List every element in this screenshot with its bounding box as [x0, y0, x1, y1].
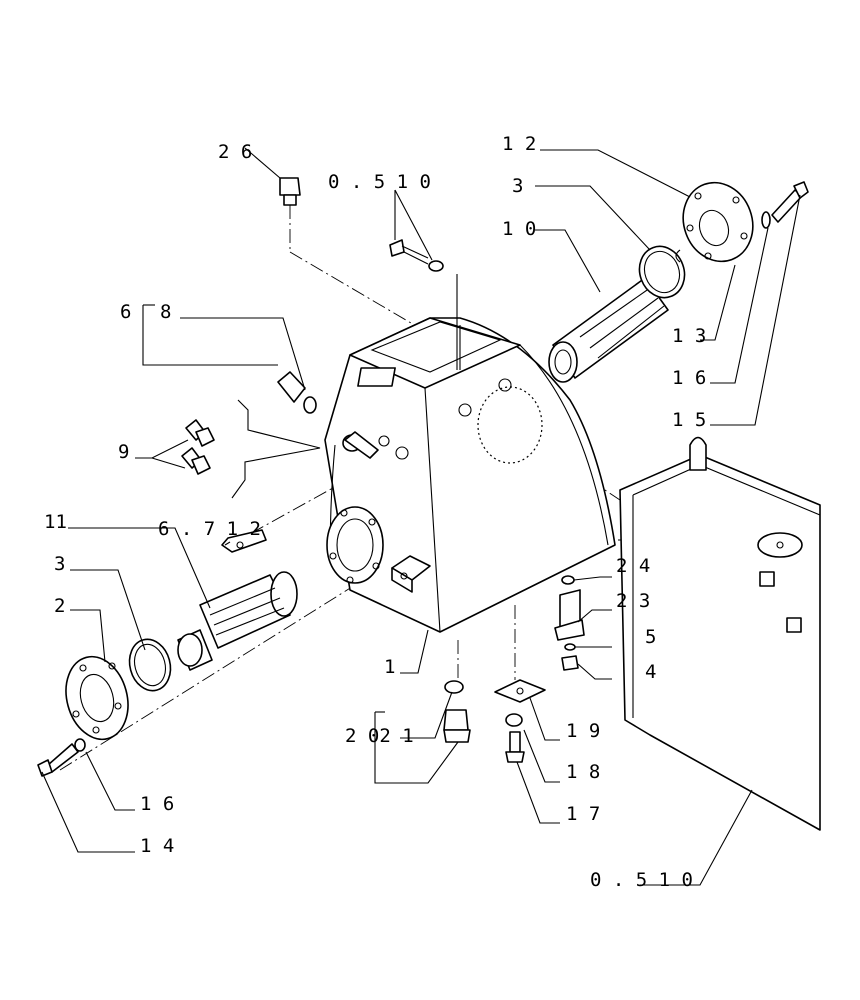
label-9: 9: [118, 441, 129, 463]
label-6: 6: [120, 301, 131, 323]
label-16-left: 1 6: [140, 793, 174, 815]
filter-housing: [324, 317, 616, 633]
label-15: 1 5: [672, 409, 706, 431]
oil-tank: [619, 436, 821, 831]
label-10: 1 0: [502, 218, 536, 240]
label-3-left: 3: [54, 553, 65, 575]
label-23: 2 3: [616, 590, 650, 612]
label-1: 1: [384, 656, 395, 678]
label-2: 2: [54, 595, 65, 617]
label-26: 2 6: [218, 141, 252, 163]
leader-lines: [41, 147, 801, 886]
part-labels: 2 6 0 . 5 1 0 1 2 3 1 0 1 3 1 6 1 5 6 8 …: [44, 133, 706, 891]
label-0510-top: 0 . 5 1 0: [328, 171, 431, 193]
label-24: 2 4: [616, 555, 650, 577]
label-18: 1 8: [566, 761, 600, 783]
label-12: 1 2: [502, 133, 536, 155]
bottom-fittings: [443, 575, 585, 763]
plugs: [181, 371, 321, 499]
label-16-right: 1 6: [672, 367, 706, 389]
label-19: 1 9: [566, 720, 600, 742]
label-6712: 6 . 7 1 2: [158, 518, 261, 540]
label-4: 4: [645, 661, 656, 683]
label-0510-tank: 0 . 5 1 0: [590, 869, 693, 891]
label-11: 11: [44, 511, 67, 533]
label-8: 8: [160, 301, 171, 323]
label-3-right: 3: [512, 175, 523, 197]
label-14: 1 4: [140, 835, 174, 857]
sensor: [221, 529, 267, 553]
top-fasteners: [279, 177, 444, 272]
label-5: 5: [645, 626, 656, 648]
label-17: 1 7: [566, 803, 600, 825]
left-filter-assembly: [37, 571, 298, 777]
right-filter-assembly: [548, 181, 809, 383]
label-20-21: 2 02 1: [345, 725, 414, 747]
label-13: 1 3: [672, 325, 706, 347]
